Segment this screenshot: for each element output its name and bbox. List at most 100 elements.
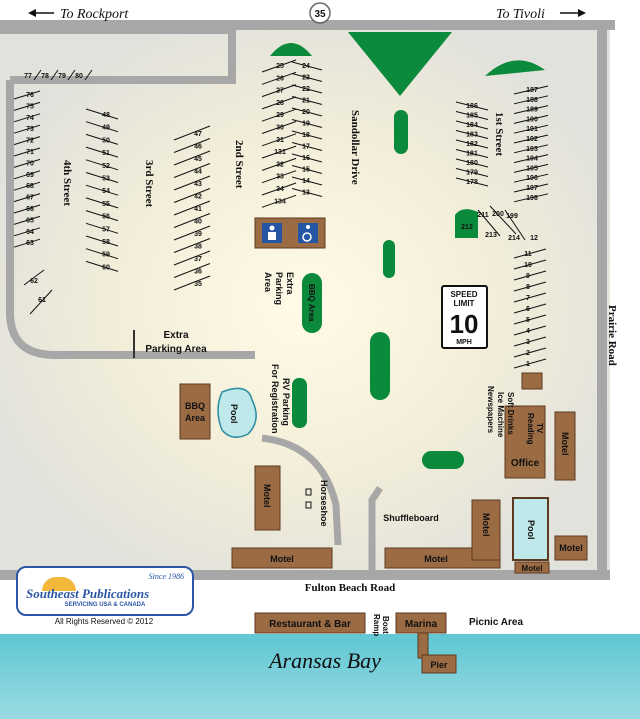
site-stripe-c1 (477, 209, 501, 237)
site-stripe-62 (23, 269, 45, 286)
site-213: 213 (485, 232, 497, 239)
bbq-area-building (179, 383, 211, 440)
green-median-4 (422, 451, 464, 469)
label-second-street: 2nd Street (233, 140, 245, 189)
site-stripe-64 (13, 227, 41, 237)
pool-right (512, 497, 549, 561)
site-stripe-17 (291, 142, 323, 151)
site-65: 65 (26, 217, 34, 224)
site-69: 69 (26, 172, 34, 179)
small-building (521, 372, 543, 390)
site-stripe-40 (173, 213, 211, 228)
site-15: 15 (302, 167, 310, 174)
site-stripe-10 (513, 259, 547, 270)
label-sandollar-drive: Sandollar Drive (349, 110, 361, 185)
motel-far-right (554, 535, 588, 561)
label-bbq-1: BBQ (185, 401, 205, 411)
site-27: 27 (276, 88, 284, 95)
site-stripe-196 (513, 173, 549, 183)
road-top-left (0, 26, 236, 84)
site-192: 192 (526, 136, 538, 143)
site-72: 72 (26, 138, 34, 145)
site-stripe-187 (513, 85, 549, 95)
site-stripe-61 (29, 289, 53, 315)
site-18: 18 (302, 132, 310, 139)
site-16: 16 (302, 155, 310, 162)
site-12: 12 (530, 235, 538, 242)
site-stripe-3 (513, 336, 547, 347)
site-191: 191 (526, 126, 538, 133)
site-47: 47 (194, 131, 202, 138)
green-1st-top (485, 60, 545, 76)
site-stripe-184 (455, 120, 489, 130)
label-ramp: Ramp (372, 614, 381, 636)
label-bbq-2: Area (185, 413, 206, 423)
label-extra-parking-2: Parking Area (145, 344, 207, 355)
site-64: 64 (26, 229, 34, 236)
site-stripe-195 (513, 163, 549, 173)
site-22: 22 (302, 86, 310, 93)
label-newspapers: Newspapers (486, 386, 495, 434)
site-62: 62 (30, 278, 38, 285)
site-stripe-16 (291, 153, 323, 163)
site-36: 36 (194, 269, 202, 276)
site-194: 194 (526, 156, 538, 163)
site-stripe-29 (261, 108, 297, 122)
site-stripe-74 (13, 113, 41, 123)
site-stripe-21 (291, 96, 323, 105)
motel-bottom-left (231, 547, 333, 569)
site-stripe-43 (173, 175, 211, 191)
site-stripe-c2 (489, 205, 517, 235)
label-shuffleboard: Shuffleboard (383, 513, 439, 523)
site-stripe-75 (13, 101, 41, 111)
site-stripe-38 (173, 238, 211, 253)
label-boat: Boat (381, 616, 390, 634)
aransas-bay (0, 634, 640, 719)
site-stripe-28 (261, 96, 297, 110)
site-134: 134 (274, 198, 286, 205)
logo-sun (42, 577, 76, 591)
green-rv (292, 378, 307, 428)
site-stripe-191 (513, 124, 549, 134)
entry-road-right (368, 486, 383, 570)
green-corner (455, 209, 478, 238)
campsite-layer: 7778798076757473727170696867666564636261… (13, 59, 549, 369)
site-46: 46 (194, 144, 202, 151)
label-marina: Marina (405, 619, 438, 630)
site-stripe-49 (85, 121, 119, 133)
restroom-icon-body (268, 232, 276, 240)
site-stripe-23 (291, 73, 323, 82)
label-fulton-beach-road: Fulton Beach Road (305, 582, 395, 594)
site-44: 44 (194, 169, 202, 176)
restaurant-bar-building (254, 612, 366, 634)
label-pier: Pier (430, 660, 448, 670)
site-188: 188 (526, 97, 538, 104)
site-39: 39 (194, 231, 202, 238)
site-stripe-194 (513, 154, 549, 164)
site-stripe-78 (50, 69, 59, 81)
site-131: 131 (274, 149, 286, 156)
label-motel-pool: Motel (522, 564, 543, 573)
speed-value: 10 (450, 309, 479, 339)
site-stripe-2 (513, 347, 547, 358)
site-66: 66 (26, 206, 34, 213)
site-stripe-13 (291, 188, 323, 197)
site-45: 45 (194, 156, 202, 163)
site-stripe-54 (85, 184, 119, 196)
site-24: 24 (302, 63, 310, 70)
logo-name: Southeast Publications (26, 586, 150, 601)
site-38: 38 (194, 244, 202, 251)
label-horseshoe: Horseshoe (319, 480, 329, 527)
site-stripe-73 (13, 124, 41, 134)
site-28: 28 (276, 100, 284, 107)
site-196: 196 (526, 175, 538, 182)
site-stripe-193 (513, 144, 549, 154)
site-stripe-33 (261, 170, 297, 184)
site-26: 26 (276, 75, 284, 82)
site-71: 71 (26, 149, 34, 156)
highway-35 (0, 20, 615, 30)
site-stripe-41 (173, 200, 211, 216)
site-35: 35 (194, 281, 202, 288)
road-fourth-street (5, 80, 255, 359)
label-soft-drinks: Soft Drinks (506, 392, 515, 435)
